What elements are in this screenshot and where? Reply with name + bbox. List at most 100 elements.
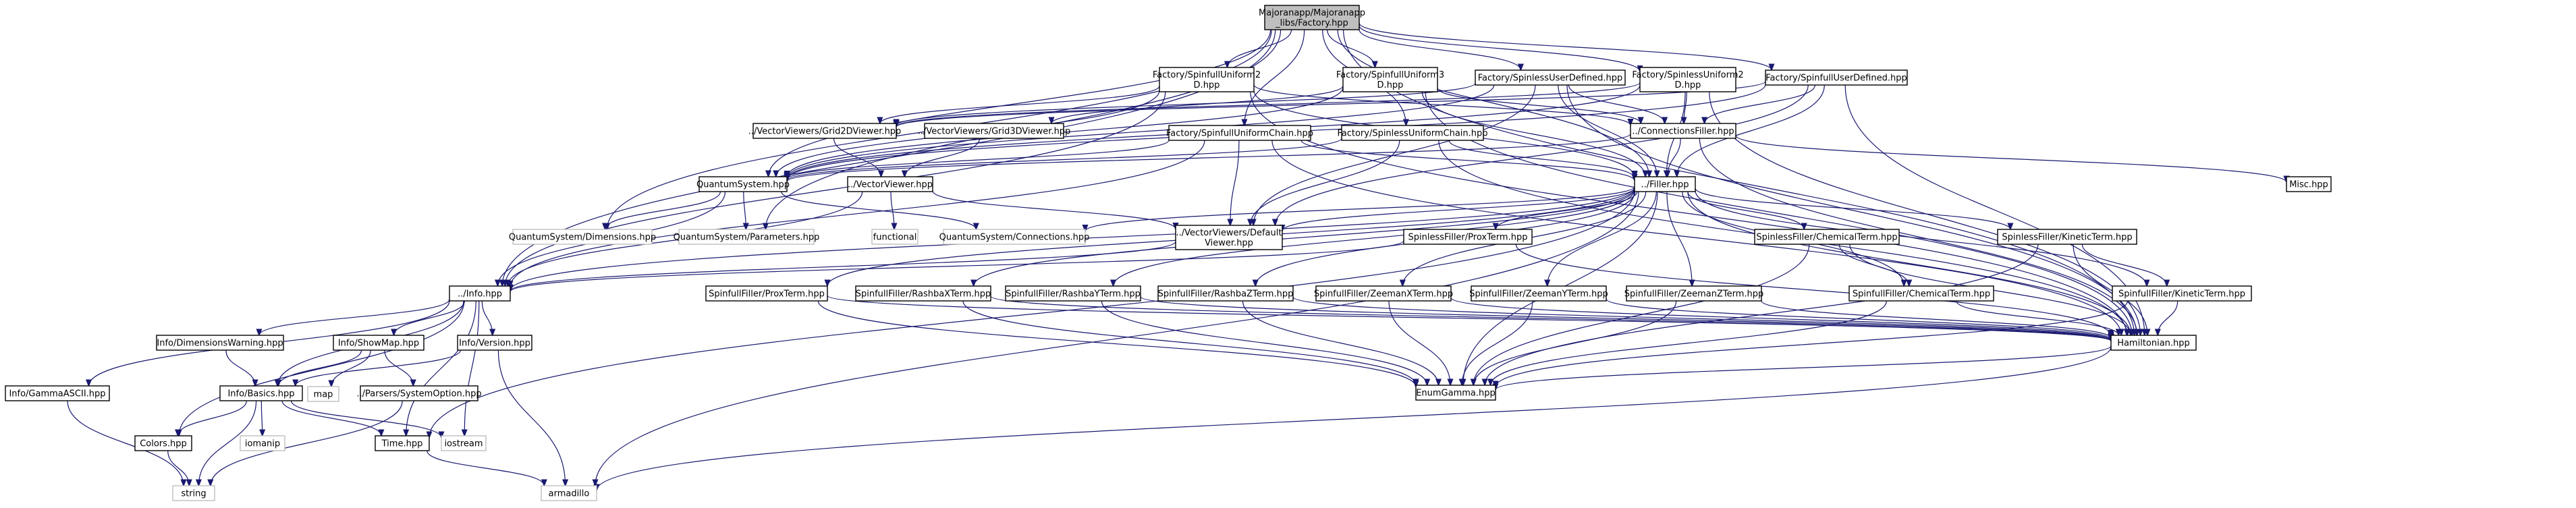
edge-root-to-sfud (1359, 22, 1772, 70)
node-box[interactable] (1848, 285, 1994, 302)
node-box[interactable] (1634, 176, 1696, 192)
node-box (871, 229, 919, 245)
node-sfkin[interactable]: SpinfullFiller/KineticTerm.hpp (2112, 285, 2252, 302)
node-colors[interactable]: Colors.hpp (134, 435, 192, 451)
node-box[interactable] (1175, 225, 1283, 250)
node-psys[interactable]: ../Parsers/SystemOption.hpp (356, 385, 482, 401)
node-box[interactable] (1403, 229, 1533, 245)
node-box[interactable] (1754, 229, 1900, 245)
node-box[interactable] (698, 176, 788, 192)
edge-filler-to-dview (1282, 188, 1635, 231)
node-sfchain[interactable]: Factory/SpinfullUniformChain.hpp (1166, 125, 1313, 141)
node-label: SpinfullFiller/ChemicalTerm.hpp (1853, 289, 1990, 300)
node-box[interactable] (924, 123, 1064, 139)
node-enumg[interactable]: EnumGamma.hpp (1415, 385, 1496, 401)
edge-sud-to-vv2d (896, 82, 1476, 125)
node-vv3d[interactable]: ../VectorViewers/Grid3DViewer.hpp (918, 123, 1071, 139)
node-box[interactable] (1639, 67, 1736, 92)
node-box[interactable] (1342, 67, 1438, 92)
node-vview[interactable]: ../VectorViewer.hpp (847, 176, 933, 192)
node-box[interactable] (134, 435, 192, 451)
node-box[interactable] (1626, 285, 1762, 302)
node-box (307, 386, 339, 402)
node-box (1264, 5, 1360, 30)
node-sfzz[interactable]: SpinfullFiller/ZeemanZTerm.hpp (1624, 285, 1764, 302)
node-slchem[interactable]: SpinlessFiller/ChemicalTerm.hpp (1754, 229, 1900, 245)
node-box[interactable] (333, 335, 424, 351)
node-label: ../Filler.hpp (1641, 180, 1689, 190)
node-filler[interactable]: ../Filler.hpp (1634, 176, 1696, 192)
node-box[interactable] (1997, 229, 2137, 245)
node-box[interactable] (2286, 176, 2332, 192)
node-box[interactable] (156, 335, 284, 351)
edge-sfrz-to-ham (1292, 296, 2111, 340)
edge-ham-to-armadillo (597, 346, 2112, 490)
node-sfchem[interactable]: SpinfullFiller/ChemicalTerm.hpp (1848, 285, 1994, 302)
node-timeh[interactable]: Time.hpp (375, 435, 430, 451)
node-connf[interactable]: ../ConnectionsFiller.hpp (1630, 123, 1736, 139)
edge-su2d-to-info (505, 91, 1166, 286)
node-box[interactable] (2110, 335, 2197, 351)
node-idw[interactable]: Info/DimensionsWarning.hpp (156, 335, 284, 351)
node-box[interactable] (1415, 385, 1496, 401)
node-iver[interactable]: Info/Version.hpp (457, 335, 532, 351)
node-ham[interactable]: Hamiltonian.hpp (2110, 335, 2197, 351)
node-box[interactable] (1005, 285, 1141, 302)
node-sud[interactable]: Factory/SpinlessUserDefined.hpp (1475, 69, 1626, 86)
node-slchain[interactable]: Factory/SpinlessUniformChain.hpp (1337, 125, 1488, 141)
edge-slkin-to-ham (2073, 244, 2147, 335)
node-sfud[interactable]: Factory/SpinfullUserDefined.hpp (1765, 69, 1908, 86)
node-box[interactable] (855, 285, 991, 302)
node-box[interactable] (1475, 69, 1626, 86)
node-label: Factory/SpinfullUniform3 (1336, 70, 1444, 80)
edge-root-to-qs (769, 29, 1271, 177)
node-box[interactable] (449, 285, 511, 302)
node-box[interactable] (457, 335, 532, 351)
node-box[interactable] (2112, 285, 2252, 302)
node-box[interactable] (5, 385, 110, 401)
node-info[interactable]: ../Info.hpp (449, 285, 511, 302)
edge-iver-to-ibasics (296, 349, 461, 386)
node-iascii[interactable]: Info/GammaASCII.hpp (5, 385, 110, 401)
node-box[interactable] (1765, 69, 1908, 86)
node-ism[interactable]: Info/ShowMap.hpp (333, 335, 424, 351)
node-qs[interactable]: QuantumSystem.hpp (696, 176, 790, 192)
node-sfry[interactable]: SpinfullFiller/RashbaYTerm.hpp (1005, 285, 1141, 302)
edge-slchain-to-filler (1448, 140, 1635, 178)
node-box[interactable] (1341, 125, 1484, 141)
edge-root-to-sud (1359, 29, 1520, 70)
node-sfrx[interactable]: SpinfullFiller/RashbaXTerm.hpp (855, 285, 991, 302)
node-box[interactable] (847, 176, 933, 192)
node-box[interactable] (1159, 67, 1255, 92)
edge-slprox-to-info (510, 240, 1404, 292)
node-box[interactable] (219, 385, 303, 401)
node-box[interactable] (1168, 125, 1311, 141)
node-box[interactable] (375, 435, 430, 451)
node-sfzx[interactable]: SpinfullFiller/ZeemanXTerm.hpp (1314, 285, 1453, 302)
node-slprox[interactable]: SpinlessFiller/ProxTerm.hpp (1403, 229, 1533, 245)
edge-su3d-to-qs (787, 87, 1344, 177)
node-vv2d[interactable]: ../VectorViewers/Grid2DViewer.hpp (748, 123, 902, 139)
node-box[interactable] (1157, 285, 1294, 302)
node-box[interactable] (705, 285, 828, 302)
edge-vview-to-dview (932, 190, 1176, 229)
node-label: Factory/SpinfullUniform2 (1153, 70, 1261, 80)
node-label: QuantumSystem.hpp (696, 180, 790, 190)
node-label: Factory/SpinfullUserDefined.hpp (1765, 74, 1907, 84)
node-box[interactable] (1630, 123, 1736, 139)
node-label: Misc.hpp (2289, 180, 2328, 190)
node-ibasics[interactable]: Info/Basics.hpp (219, 385, 303, 401)
node-box[interactable] (1315, 285, 1452, 302)
node-box[interactable] (752, 123, 897, 139)
node-sfprox[interactable]: SpinfullFiller/ProxTerm.hpp (705, 285, 828, 302)
node-box[interactable] (1471, 285, 1607, 302)
node-sfrz[interactable]: SpinfullFiller/RashbaZTerm.hpp (1157, 285, 1294, 302)
node-slkin[interactable]: SpinlessFiller/KineticTerm.hpp (1997, 229, 2137, 245)
node-sfzy[interactable]: SpinfullFiller/ZeemanYTerm.hpp (1469, 285, 1608, 302)
node-box[interactable] (360, 385, 478, 401)
node-misc[interactable]: Misc.hpp (2286, 176, 2332, 192)
